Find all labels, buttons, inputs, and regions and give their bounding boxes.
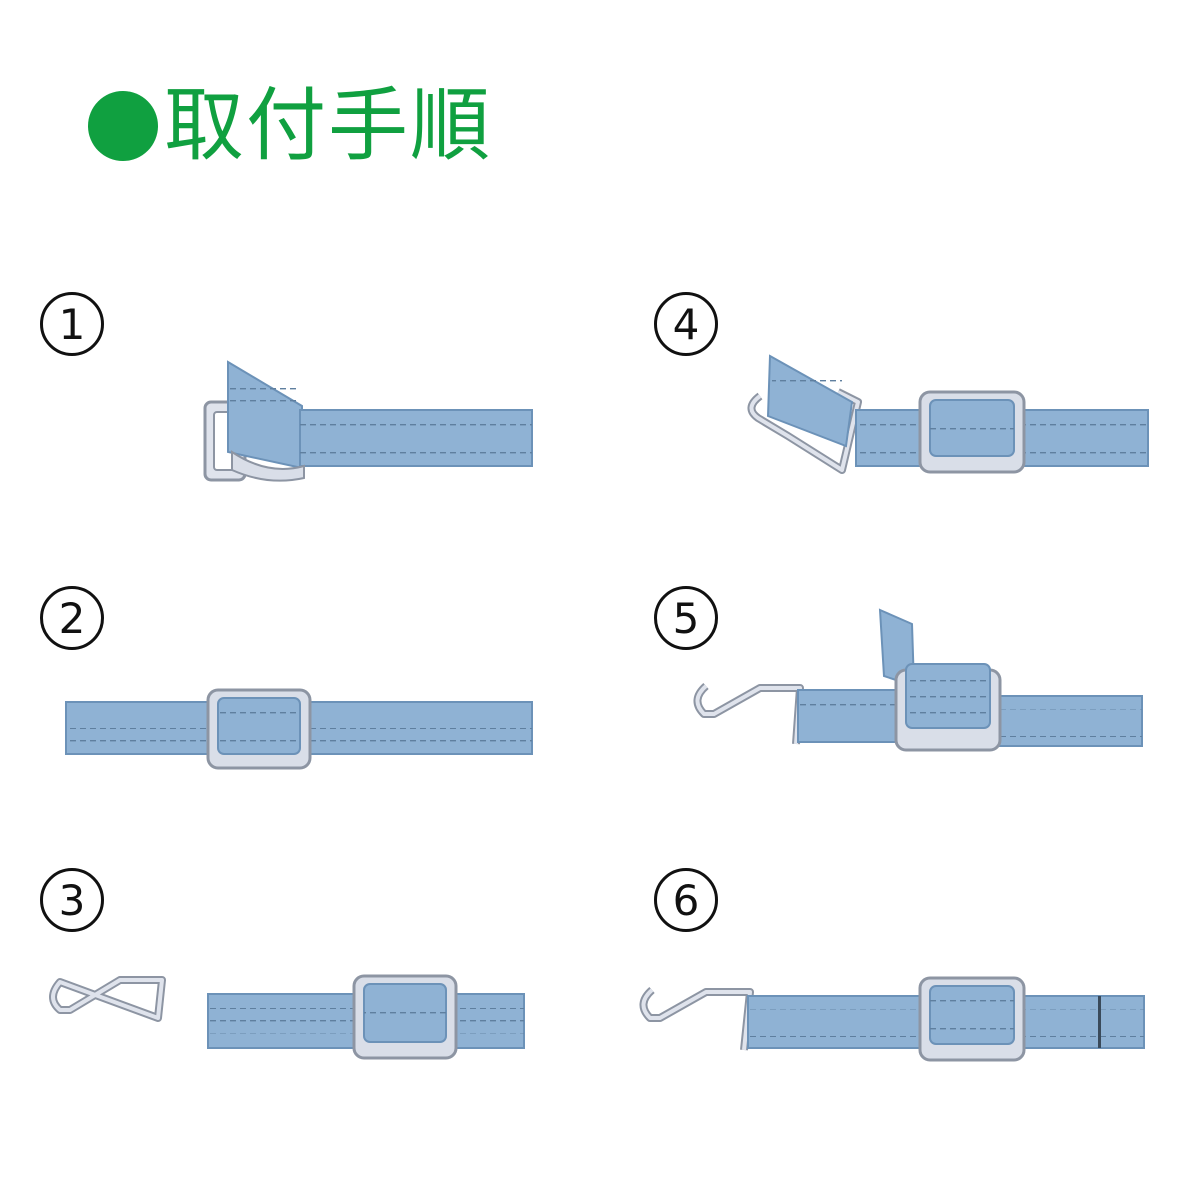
step-number-4: 4 xyxy=(654,292,718,356)
page-title: 取付手順 xyxy=(88,76,492,176)
step-number-5: 5 xyxy=(654,586,718,650)
step-number-3: 3 xyxy=(40,868,104,932)
step-2-illustration xyxy=(65,688,533,770)
step-5-illustration xyxy=(693,608,1143,752)
title-text: 取付手順 xyxy=(164,79,492,172)
step-3-illustration xyxy=(49,974,525,1060)
step-number-1: 1 xyxy=(40,292,104,356)
step-1-illustration xyxy=(203,360,533,482)
step-6-illustration xyxy=(639,976,1145,1062)
step-4-illustration xyxy=(747,354,1149,474)
step-number-2: 2 xyxy=(40,586,104,650)
green-dot-icon xyxy=(88,91,158,161)
step-number-6: 6 xyxy=(654,868,718,932)
